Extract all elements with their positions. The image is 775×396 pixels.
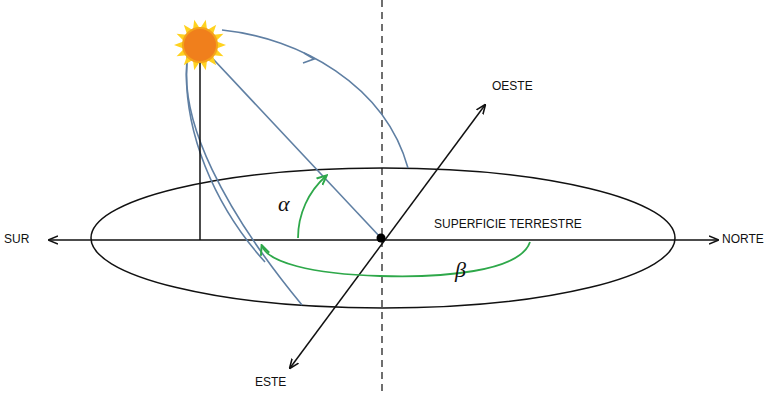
sun-height-line <box>199 45 201 240</box>
observer-point <box>377 234 386 243</box>
sun-path <box>186 30 408 305</box>
direction-label: ESTE <box>255 376 286 389</box>
east-west-axis <box>290 105 485 368</box>
direction-label: NORTE <box>722 233 764 246</box>
azimuth-arc <box>262 242 530 276</box>
horizon-ellipse <box>91 168 675 308</box>
zenith-line <box>381 0 382 396</box>
angle-label: β <box>455 258 466 282</box>
angle-label: α <box>278 192 290 216</box>
altitude-arc <box>298 176 326 238</box>
sun-ray <box>200 45 381 238</box>
direction-label: SUR <box>4 233 29 246</box>
surface-label: SUPERFICIE TERRESTRE <box>432 218 584 231</box>
sun-icon <box>174 20 226 71</box>
direction-label: OESTE <box>492 80 533 93</box>
